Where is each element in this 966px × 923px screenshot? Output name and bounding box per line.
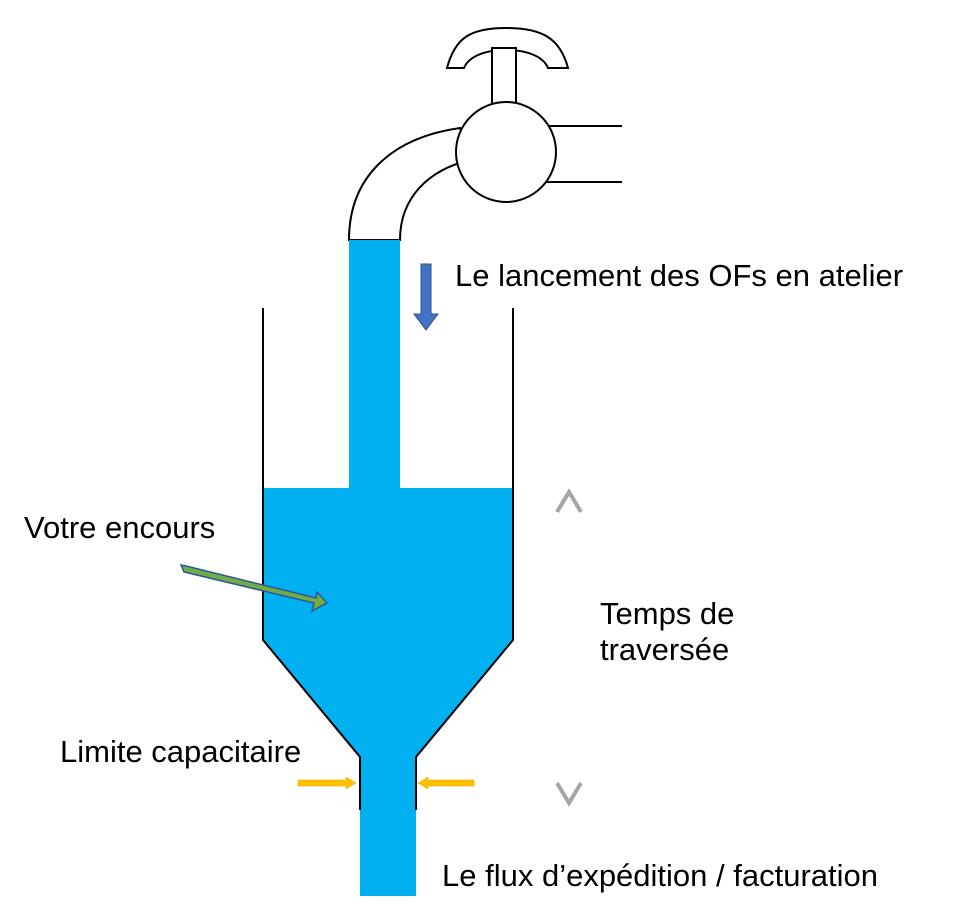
down-arrow-icon — [413, 263, 439, 331]
double-arrow-icon — [555, 488, 583, 807]
constriction-arrow-icon — [297, 776, 475, 790]
throughput-time-label: Temps de traversée — [600, 596, 735, 667]
wip-label: Votre encours — [24, 510, 216, 545]
water-stream — [349, 240, 400, 490]
tap-icon — [347, 26, 622, 241]
launch-label: Le lancement des OFs en atelier — [455, 258, 904, 293]
shipping-flow-label: Le flux d’expédition / facturation — [442, 858, 878, 893]
capacity-limit-label: Limite capacitaire — [60, 734, 302, 769]
pointer-arrow-icon — [179, 563, 329, 613]
funnel-outline — [262, 308, 514, 810]
water-in-funnel — [263, 488, 513, 896]
